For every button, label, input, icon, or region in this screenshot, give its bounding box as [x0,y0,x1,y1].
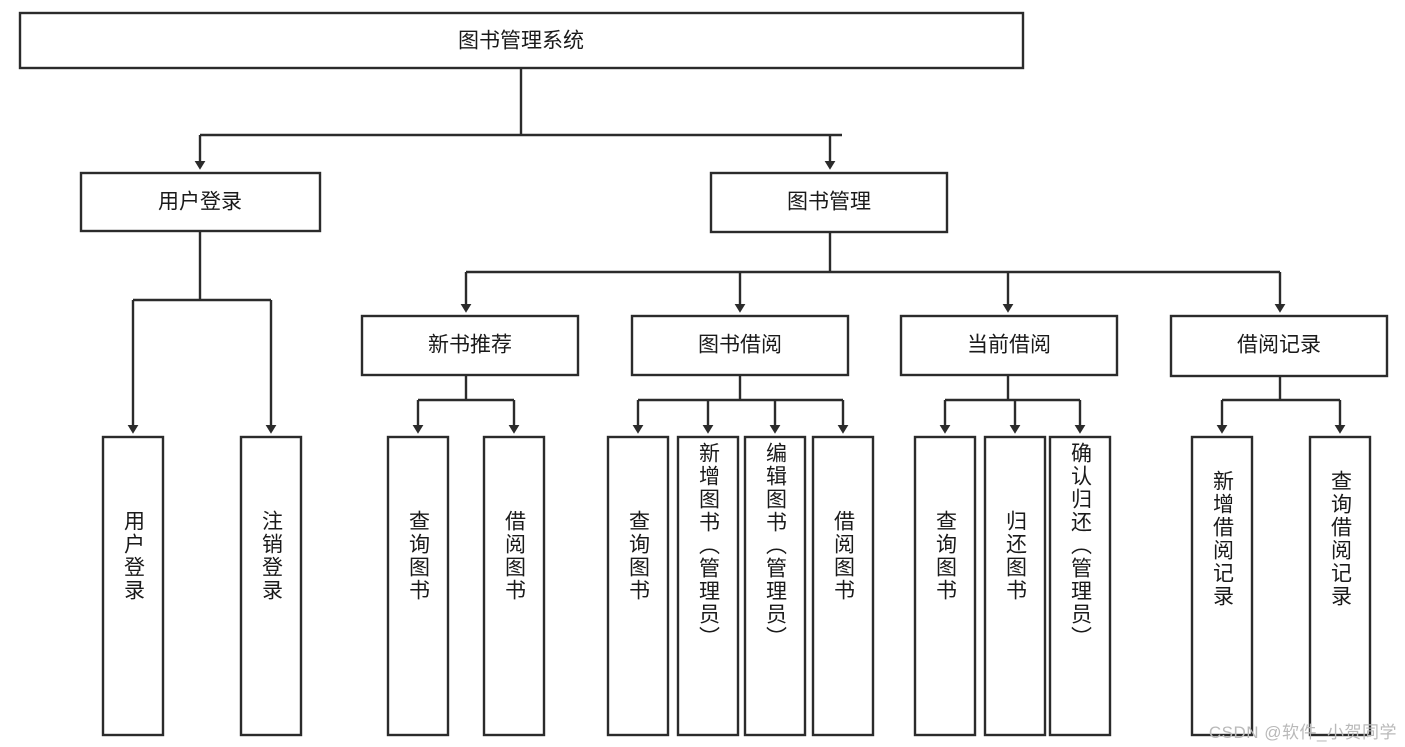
leaf-box-query-book-1[interactable] [386,435,450,737]
connector-book-manage-to-level3 [460,232,1286,313]
node-book-borrow-label: 图书借阅 [698,334,782,357]
node-root[interactable]: 图书管理系统 [18,11,1025,70]
leaf-box-add-record[interactable] [1190,435,1254,737]
node-user-login-label: 用户登录 [158,191,242,214]
node-borrow-record[interactable]: 借阅记录 [1169,314,1389,378]
connector-new-book-recommend-to-leaves [412,375,520,434]
leaf-box-confirm-return[interactable] [1048,435,1112,737]
node-current-borrow[interactable]: 当前借阅 [899,314,1119,377]
leaf-box-query-book-3[interactable] [913,435,977,737]
leaf-box-borrow-book-1[interactable] [482,435,546,737]
leaf-box-borrow-book-2[interactable] [811,435,875,737]
node-user-login[interactable]: 用户登录 [79,171,322,233]
leaf-box-return-book[interactable] [983,435,1047,737]
connector-current-borrow-to-leaves [939,375,1086,434]
node-new-book-recommend-label: 新书推荐 [428,334,512,357]
leaf-box-user-login[interactable] [101,435,165,737]
node-book-manage[interactable]: 图书管理 [709,171,949,234]
connector-borrow-record-to-leaves [1216,376,1346,434]
leaf-boxes [101,435,1372,737]
leaf-box-edit-book[interactable] [743,435,807,737]
node-book-borrow[interactable]: 图书借阅 [630,314,850,377]
leaf-box-query-record[interactable] [1308,435,1372,737]
node-current-borrow-label: 当前借阅 [967,334,1051,357]
node-new-book-recommend[interactable]: 新书推荐 [360,314,580,377]
connector-root-to-level2 [194,68,842,170]
leaf-box-logout-login[interactable] [239,435,303,737]
connector-user-login-to-leaves [127,231,277,434]
leaf-box-add-book[interactable] [676,435,740,737]
leaf-box-query-book-2[interactable] [606,435,670,737]
connector-book-borrow-to-leaves [632,375,849,434]
node-book-manage-label: 图书管理 [787,191,871,214]
node-borrow-record-label: 借阅记录 [1237,334,1321,357]
csdn-watermark: CSDN @软件_小贺同学 [1208,723,1397,742]
node-root-label: 图书管理系统 [458,30,584,53]
